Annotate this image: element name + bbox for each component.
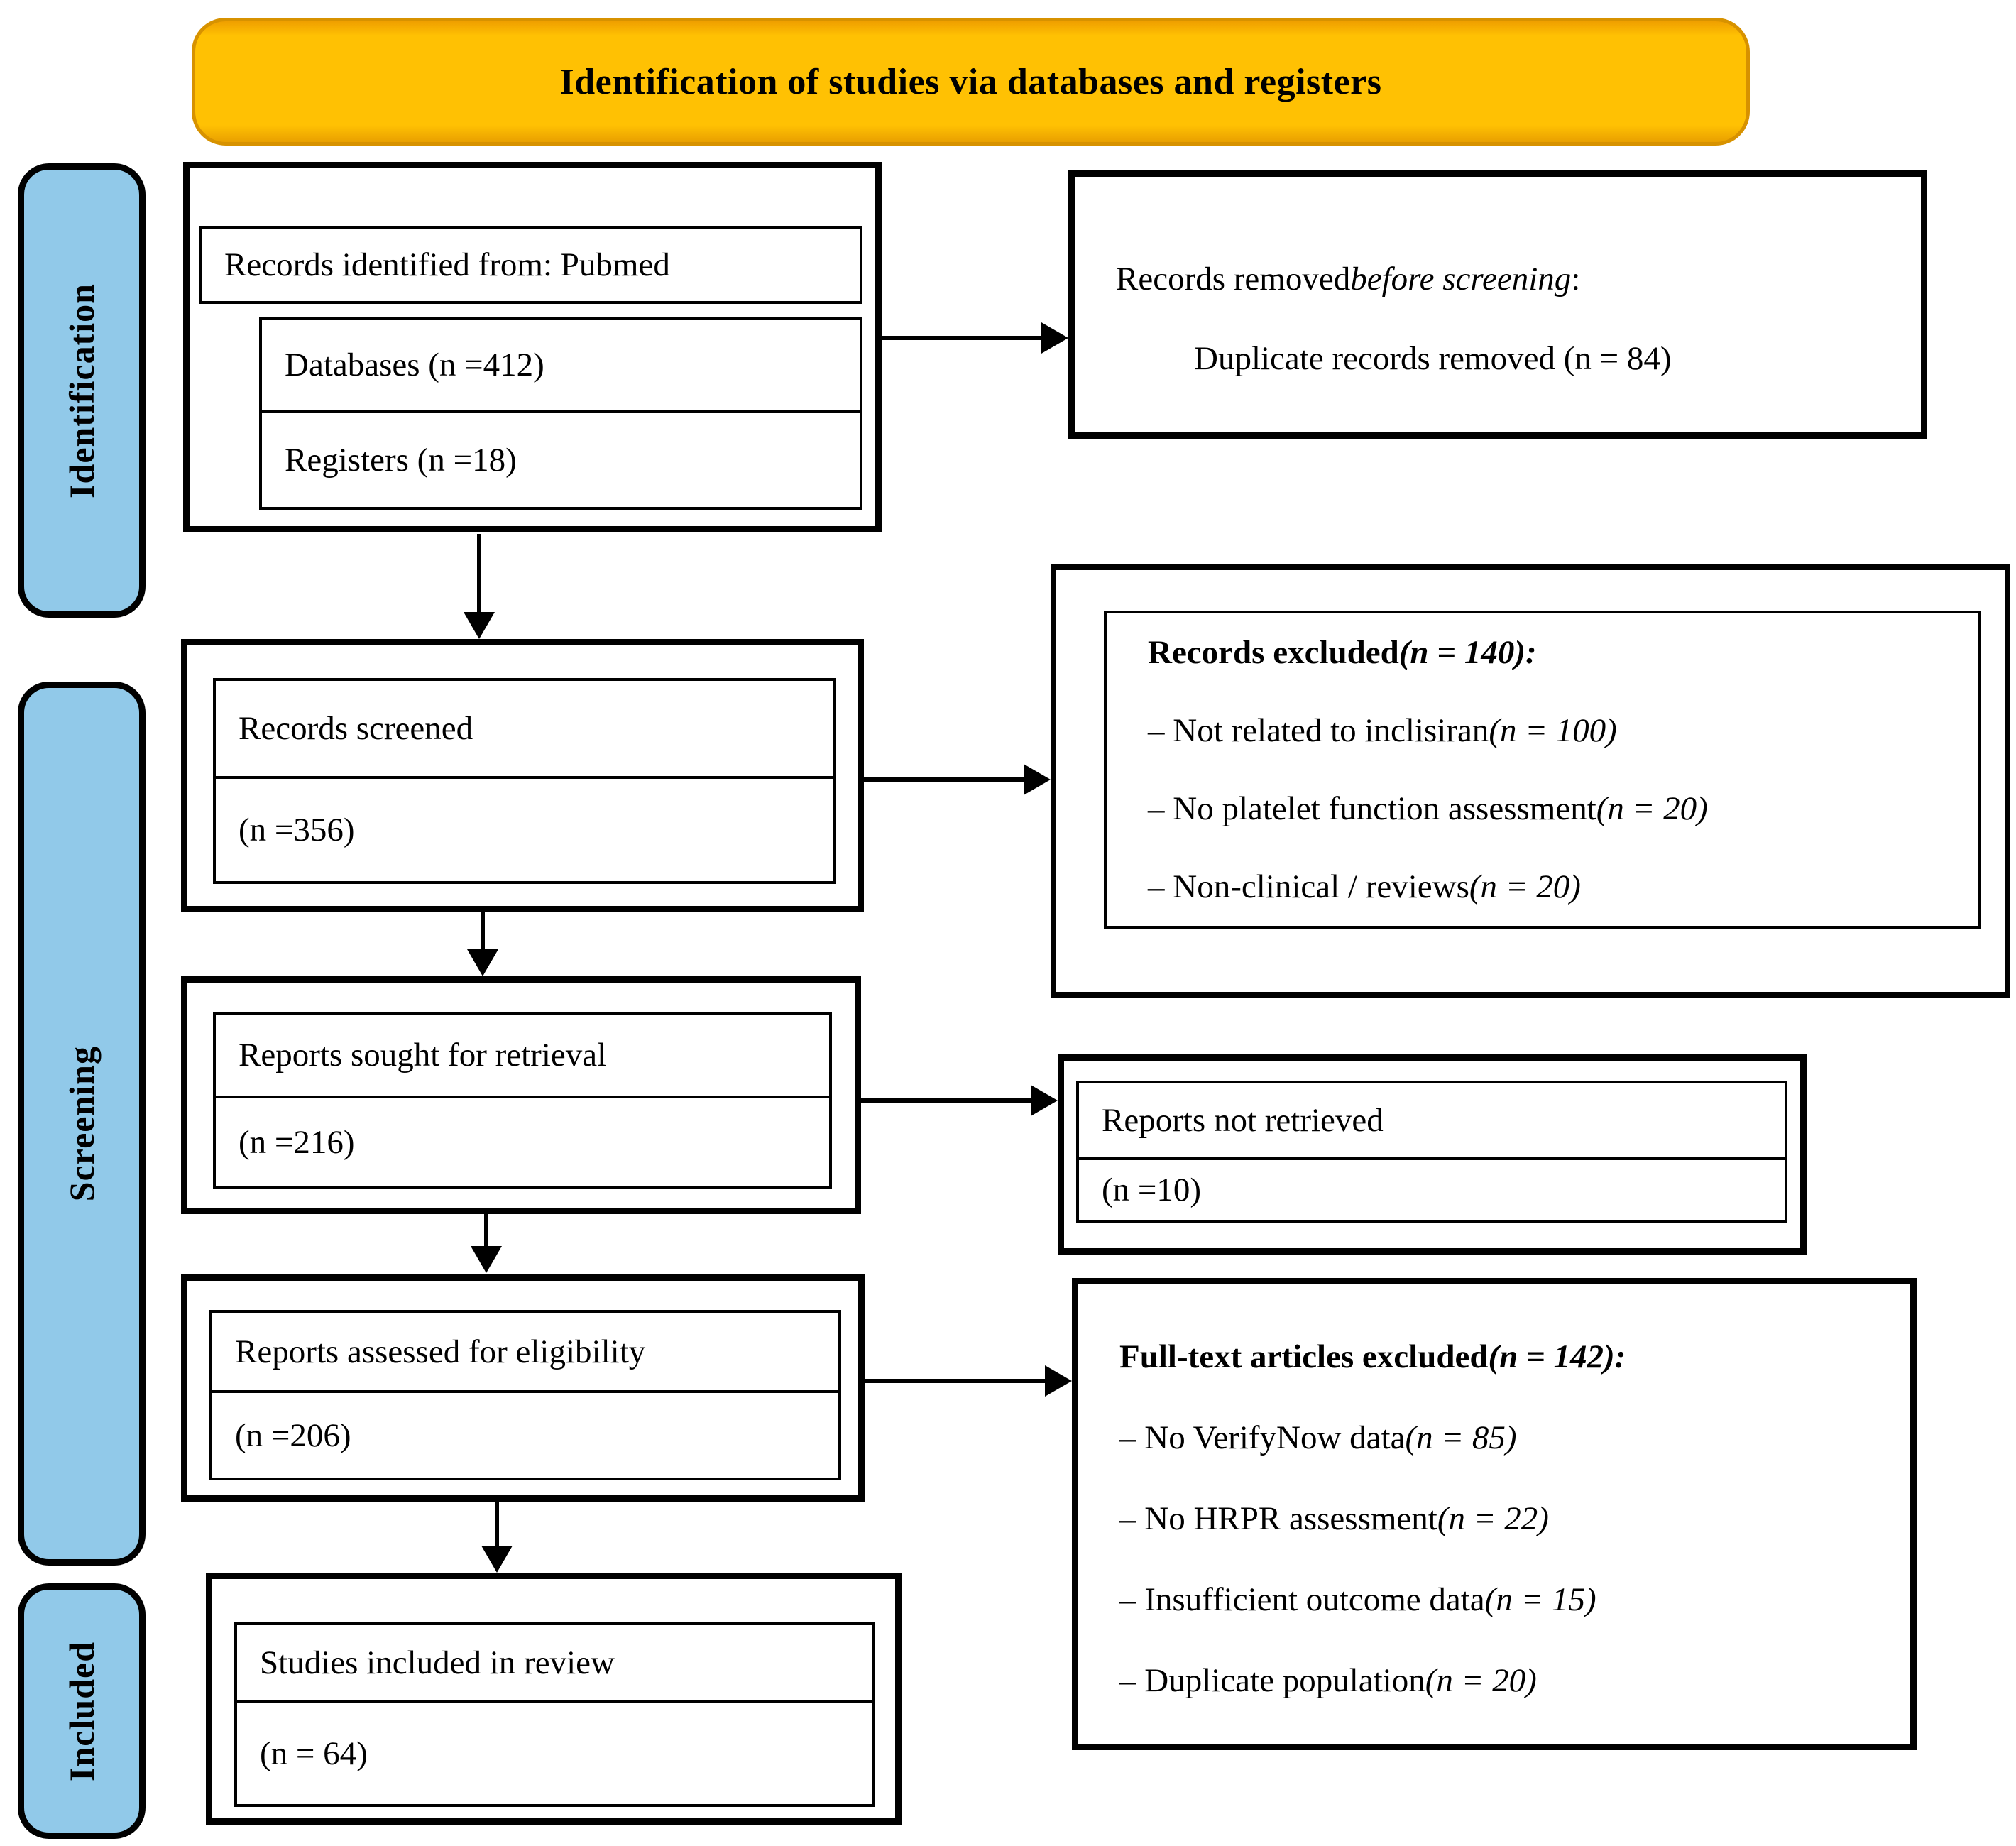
- arrow-sought-to-assessed-line: [484, 1214, 488, 1250]
- arrow-screened-to-excluded-head: [1024, 764, 1051, 795]
- arrow-assessed-to-included-line: [495, 1502, 499, 1550]
- fulltext-excluded-heading: Full-text articles excluded (n = 142):: [1119, 1338, 1626, 1375]
- box-studies-included-inner: Studies included in review (n = 64): [234, 1622, 875, 1807]
- registers-row: Registers (n =18): [285, 442, 517, 479]
- reports-assessed-count: (n =206): [235, 1416, 351, 1454]
- box-reports-not-retrieved-inner: Reports not retrieved (n =10): [1076, 1081, 1787, 1223]
- arrow-screened-to-excluded-line: [864, 777, 1029, 782]
- arrow-sought-to-notretrieved-head: [1031, 1085, 1058, 1116]
- sidebar-screening: Screening: [18, 682, 146, 1566]
- sidebar-included-label: Included: [62, 1641, 102, 1781]
- studies-included-title: Studies included in review: [237, 1625, 872, 1703]
- records-excluded-heading: Records excluded (n = 140):: [1148, 634, 1537, 671]
- box-records-excluded-inner: Records excluded (n = 140): – Not relate…: [1104, 611, 1981, 929]
- sidebar-identification: Identification: [18, 163, 146, 618]
- records-excluded-item: – Non-clinical / reviews (n = 20): [1148, 868, 1581, 905]
- arrow-sought-to-notretrieved-line: [861, 1098, 1036, 1103]
- arrow-identified-to-removed-line: [882, 336, 1046, 340]
- arrow-assessed-to-included-head: [481, 1546, 513, 1573]
- records-screened-count: (n =356): [239, 812, 355, 848]
- box-records-identified-sources: Databases (n =412) Registers (n =18): [259, 317, 862, 510]
- fulltext-excluded-item: – No VerifyNow data (n = 85): [1119, 1419, 1517, 1456]
- fulltext-excluded-item: – Insufficient outcome data (n = 15): [1119, 1581, 1596, 1618]
- records-identified-title: Records identified from: Pubmed: [224, 246, 670, 283]
- arrow-assessed-to-fulltext-head: [1045, 1365, 1072, 1397]
- reports-sought-count: (n =216): [239, 1124, 355, 1161]
- box-reports-sought-inner: Reports sought for retrieval (n =216): [213, 1012, 832, 1189]
- records-removed-detail: Duplicate records removed (n = 84): [1194, 340, 1672, 377]
- box-reports-assessed-inner: Reports assessed for eligibility (n =206…: [209, 1310, 841, 1480]
- reports-not-retrieved-count: (n =10): [1102, 1172, 1202, 1208]
- box-records-screened-inner: Records screened (n =356): [213, 678, 836, 884]
- fulltext-excluded-item: – Duplicate population (n = 20): [1119, 1662, 1537, 1699]
- arrow-assessed-to-fulltext-line: [865, 1379, 1049, 1383]
- sidebar-screening-label: Screening: [62, 1045, 102, 1202]
- sidebar-included: Included: [18, 1583, 146, 1839]
- arrow-identified-to-screened-head: [464, 612, 495, 639]
- arrow-identified-to-removed-head: [1041, 322, 1068, 354]
- banner-title: Identification of studies via databases …: [559, 61, 1382, 102]
- box-fulltext-excluded: Full-text articles excluded (n = 142): –…: [1072, 1278, 1917, 1750]
- reports-sought-title: Reports sought for retrieval: [216, 1015, 829, 1098]
- records-removed-heading: Records removed before screening:: [1116, 261, 1581, 297]
- reports-not-retrieved-title: Reports not retrieved: [1079, 1083, 1785, 1160]
- arrow-sought-to-assessed-head: [471, 1246, 502, 1273]
- records-screened-title: Records screened: [216, 681, 833, 779]
- sidebar-identification-label: Identification: [62, 283, 102, 498]
- banner-title-bar: Identification of studies via databases …: [192, 18, 1750, 146]
- arrow-screened-to-sought-head: [467, 949, 498, 976]
- arrow-screened-to-sought-line: [481, 912, 485, 951]
- records-excluded-item: – No platelet function assessment (n = 2…: [1148, 790, 1708, 827]
- fulltext-excluded-item: – No HRPR assessment (n = 22): [1119, 1500, 1549, 1537]
- box-records-identified-title-box: Records identified from: Pubmed: [199, 226, 862, 304]
- box-records-removed: Records removed before screening: Duplic…: [1068, 170, 1927, 439]
- reports-assessed-title: Reports assessed for eligibility: [212, 1313, 838, 1393]
- databases-row: Databases (n =412): [262, 320, 860, 413]
- arrow-identified-to-screened-line: [477, 534, 481, 616]
- studies-included-count: (n = 64): [260, 1735, 368, 1772]
- records-excluded-item: – Not related to inclisiran (n = 100): [1148, 712, 1617, 749]
